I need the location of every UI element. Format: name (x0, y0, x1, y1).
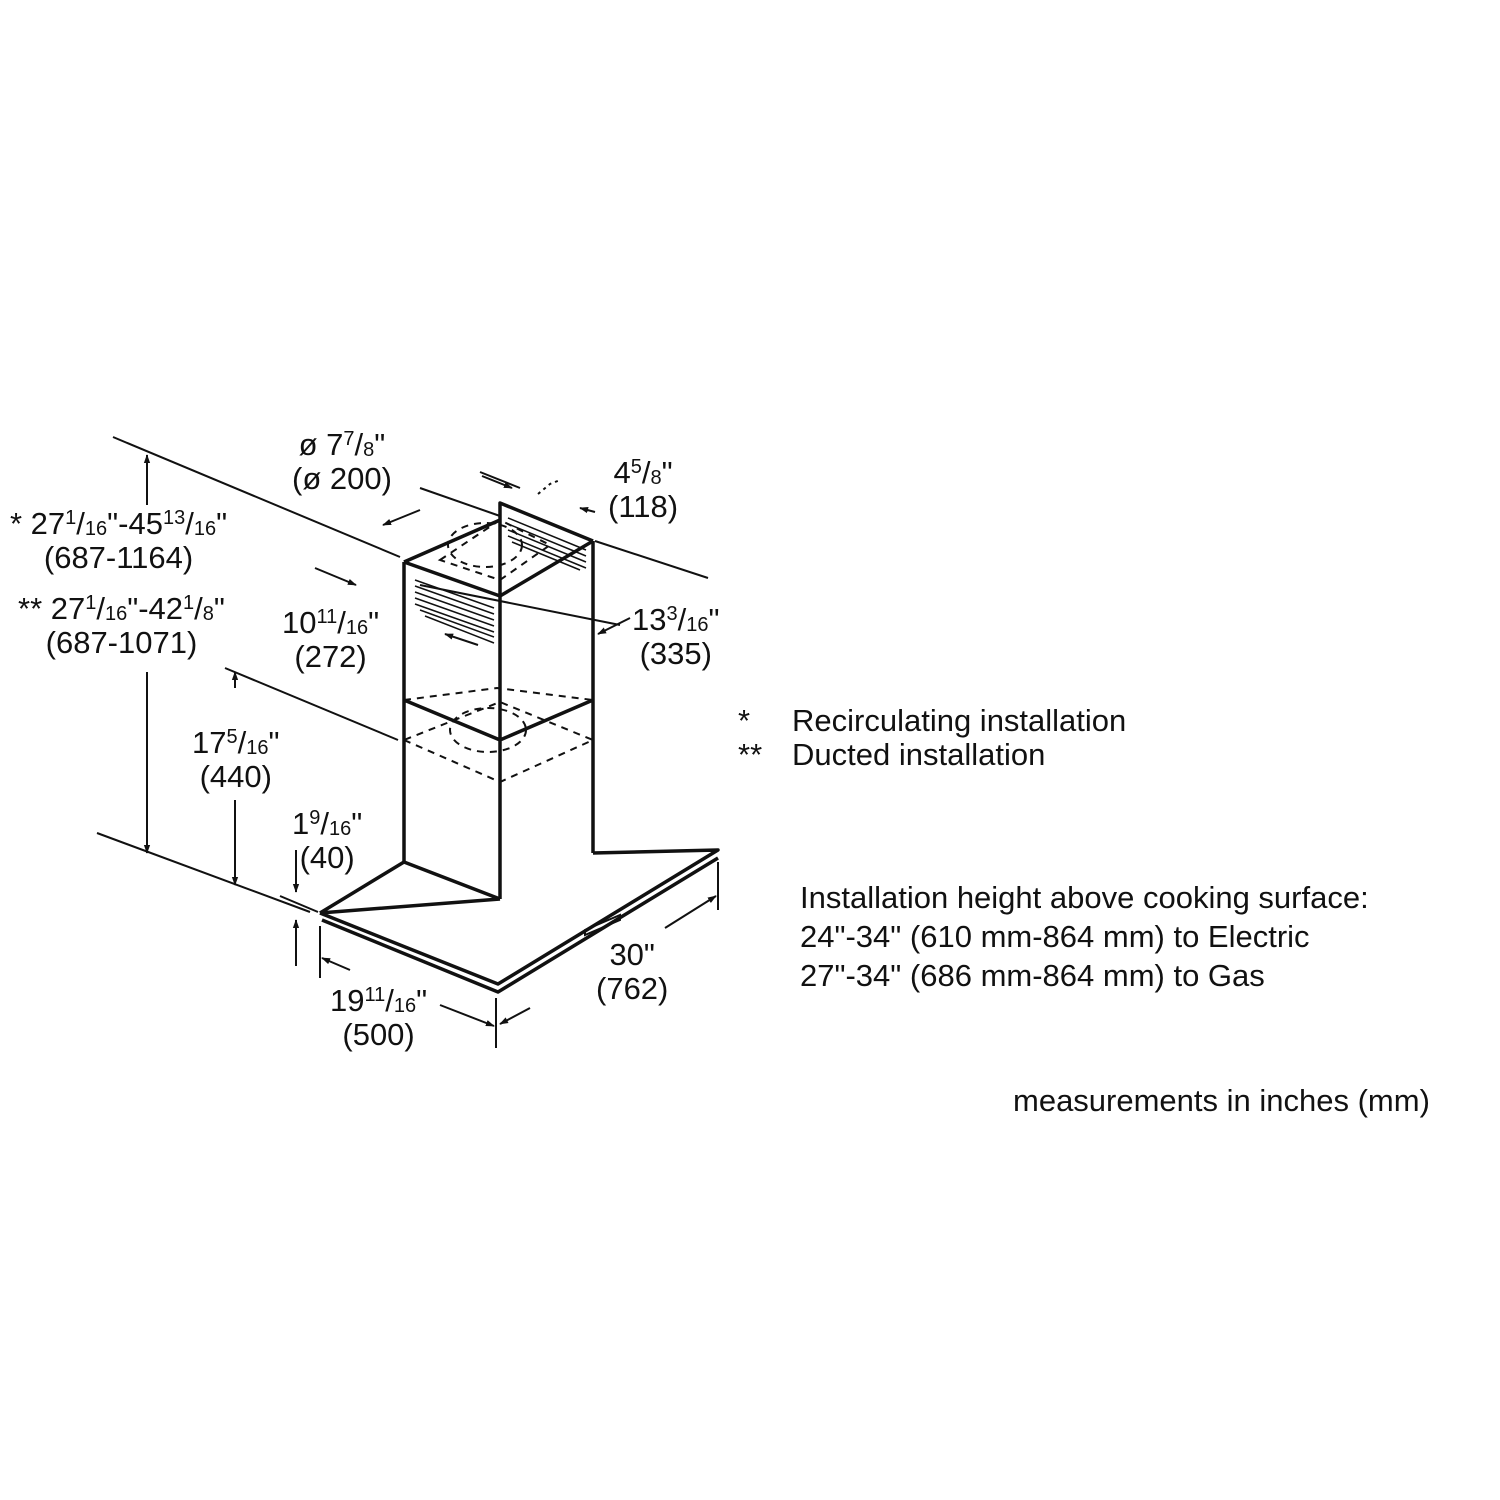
chimney-width-label: 133/16" (335) (632, 602, 720, 671)
installation-electric: 24"-34" (610 mm-864 mm) to Electric (800, 919, 1310, 954)
legend-item-ducted: **Ducted installation (738, 737, 1046, 772)
installation-height-note: Installation height above cooking surfac… (800, 878, 1369, 995)
lower-chimney-outline (402, 541, 595, 899)
chimney-depth-label: 1011/16" (272) (282, 605, 380, 674)
legend-item-recirculating: *Recirculating installation (738, 703, 1127, 738)
canopy-height-label: 19/16" (40) (292, 806, 363, 875)
overall-height-recirculating-label: * 271/16"-4513/16" (687-1164) (10, 506, 228, 575)
lower-chimney-height-label: 175/16" (440) (192, 725, 280, 794)
hood-outline (319, 501, 720, 994)
installation-gas: 27"-34" (686 mm-864 mm) to Gas (800, 958, 1265, 993)
hood-depth-label: 1911/16" (500) (330, 983, 428, 1052)
canopy-top-face (319, 848, 720, 986)
installation-legend: *Recirculating installation **Ducted ins… (738, 704, 1126, 772)
units-note: measurements in inches (mm) (1013, 1083, 1430, 1118)
overall-height-ducted-label: ** 271/16"-421/8" (687-1071) (18, 591, 225, 660)
overall-ducted-inches: ** 271/16"-421/8" (18, 591, 225, 626)
top-offset-label: 45/8" (118) (608, 455, 679, 524)
canopy-front-edge (321, 856, 719, 994)
hood-width-label: 30" (762) (596, 937, 669, 1006)
control-panel (584, 913, 621, 937)
upper-chimney-outline (403, 501, 594, 598)
hidden-lines (403, 518, 596, 784)
overall-recirc-inches: * 271/16"-4513/16" (10, 506, 228, 541)
duct-diameter-label: ø 77/8" (ø 200) (292, 427, 392, 496)
dimension-lines (96, 436, 719, 1048)
installation-heading: Installation height above cooking surfac… (800, 880, 1369, 915)
